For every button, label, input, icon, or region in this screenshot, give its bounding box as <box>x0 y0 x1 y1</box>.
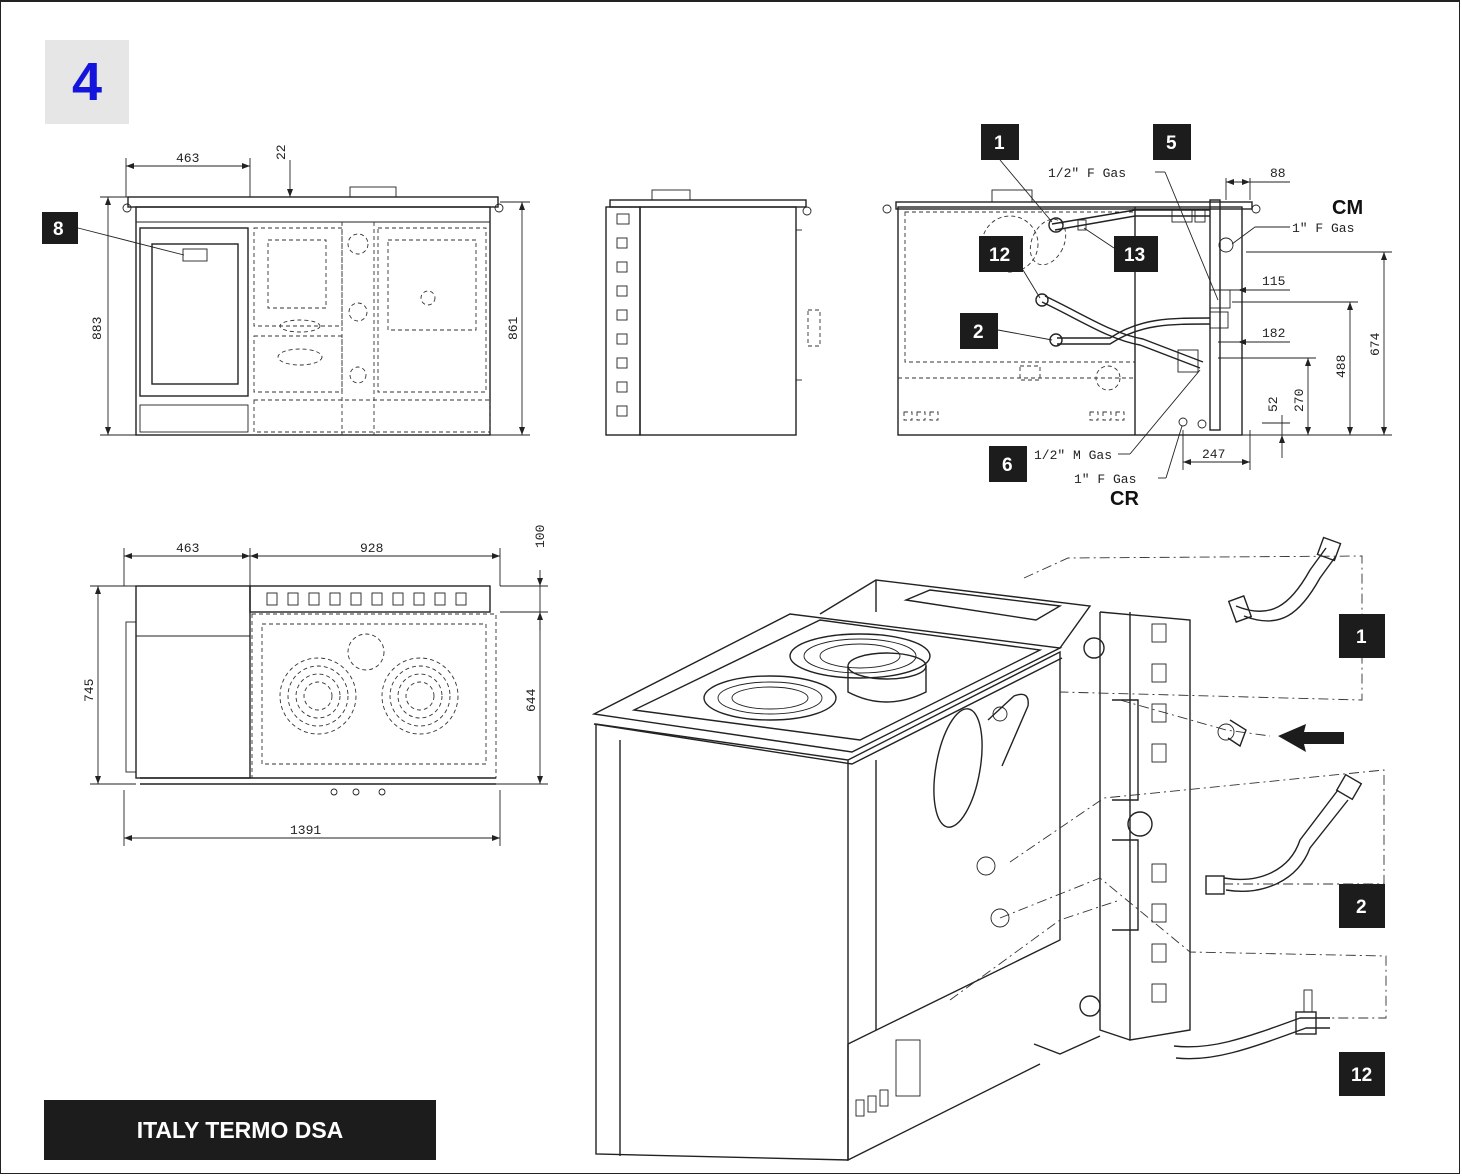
rear-dim-270: 270 <box>1292 389 1307 412</box>
front-callout-8: 8 <box>53 219 64 240</box>
exploded-callout-1: 1 <box>1356 627 1367 648</box>
rear-view: 88 115 182 674 488 270 52 247 1/2" F Gas <box>882 124 1392 510</box>
rear-label-half-m-gas: 1/2" M Gas <box>1034 448 1112 463</box>
rear-label-cm: CM <box>1332 197 1363 219</box>
top-dim-top: 100 <box>533 525 548 548</box>
rear-callout-2: 2 <box>973 322 984 343</box>
rear-dim-88: 88 <box>1270 166 1286 181</box>
top-dim-left: 463 <box>176 541 199 556</box>
rear-callout-5: 5 <box>1166 133 1177 154</box>
exploded-view: 1 2 12 <box>591 536 1387 1162</box>
rear-dim-182: 182 <box>1262 326 1285 341</box>
top-dim-right: 928 <box>360 541 383 556</box>
exploded-callout-2: 2 <box>1356 897 1367 918</box>
rear-dim-674: 674 <box>1368 332 1383 356</box>
rear-callout-12: 12 <box>989 245 1010 266</box>
rear-callout-13: 13 <box>1124 245 1145 266</box>
figure-number-badge: 4 <box>45 40 129 124</box>
rear-dim-247: 247 <box>1202 447 1225 462</box>
top-vent-row <box>266 592 467 606</box>
rear-callout-6: 6 <box>1002 455 1013 476</box>
front-dim-width: 463 <box>176 151 199 166</box>
side-view <box>605 189 821 436</box>
rear-dim-115: 115 <box>1262 274 1285 289</box>
rear-label-one-f-gas-top: 1" F Gas <box>1292 221 1354 236</box>
rear-label-half-f-gas: 1/2" F Gas <box>1048 166 1126 181</box>
rear-label-cr: CR <box>1110 488 1139 510</box>
front-dim-height-right: 861 <box>506 316 521 340</box>
model-name-label: ITALY TERMO DSA <box>44 1100 436 1160</box>
top-dim-depth: 745 <box>82 679 97 702</box>
display-panel <box>182 248 208 262</box>
top-dim-inner: 644 <box>524 688 539 712</box>
rear-callout-1: 1 <box>994 133 1005 154</box>
front-dim-top-gap: 22 <box>274 144 289 160</box>
top-dim-total: 1391 <box>290 823 321 838</box>
front-dim-height-left: 883 <box>90 317 105 340</box>
rear-label-one-f-gas-bottom: 1" F Gas <box>1074 472 1136 487</box>
exploded-callout-12: 12 <box>1351 1065 1372 1086</box>
front-view: 463 22 883 861 8 <box>42 144 530 436</box>
rear-dim-488: 488 <box>1334 355 1349 378</box>
rear-dim-52: 52 <box>1266 396 1281 412</box>
top-view: 463 928 100 745 644 1391 <box>82 525 548 846</box>
